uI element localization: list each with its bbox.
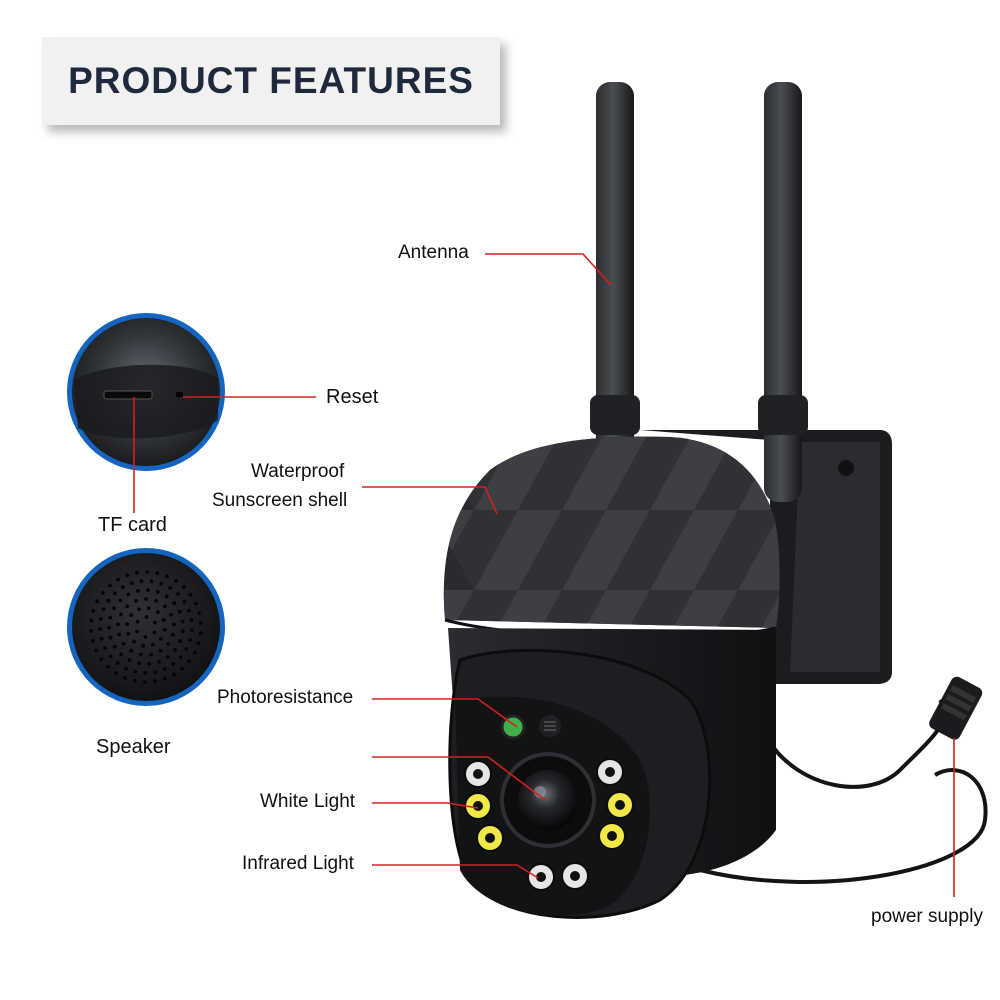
- label-sunscreen-shell: Sunscreen shell: [212, 490, 348, 511]
- label-speaker: Speaker: [96, 736, 171, 758]
- label-antenna: Antenna: [398, 242, 469, 263]
- label-reset: Reset: [326, 386, 379, 408]
- label-photoresistance: Photoresistance: [217, 687, 354, 708]
- label-power-supply: power supply: [871, 906, 983, 927]
- page-title: PRODUCT FEATURES: [68, 60, 474, 101]
- label-waterproof: Waterproof: [251, 461, 345, 482]
- title-banner: PRODUCT FEATURES: [42, 37, 500, 125]
- tf-card-slot-closeup: [67, 313, 225, 471]
- label-white-light: White Light: [260, 791, 356, 812]
- speaker-grille-closeup: [67, 548, 225, 706]
- label-tf-card: TF card: [98, 514, 167, 536]
- label-infrared-light: Infrared Light: [242, 853, 354, 874]
- callout-lines: [133, 253, 955, 897]
